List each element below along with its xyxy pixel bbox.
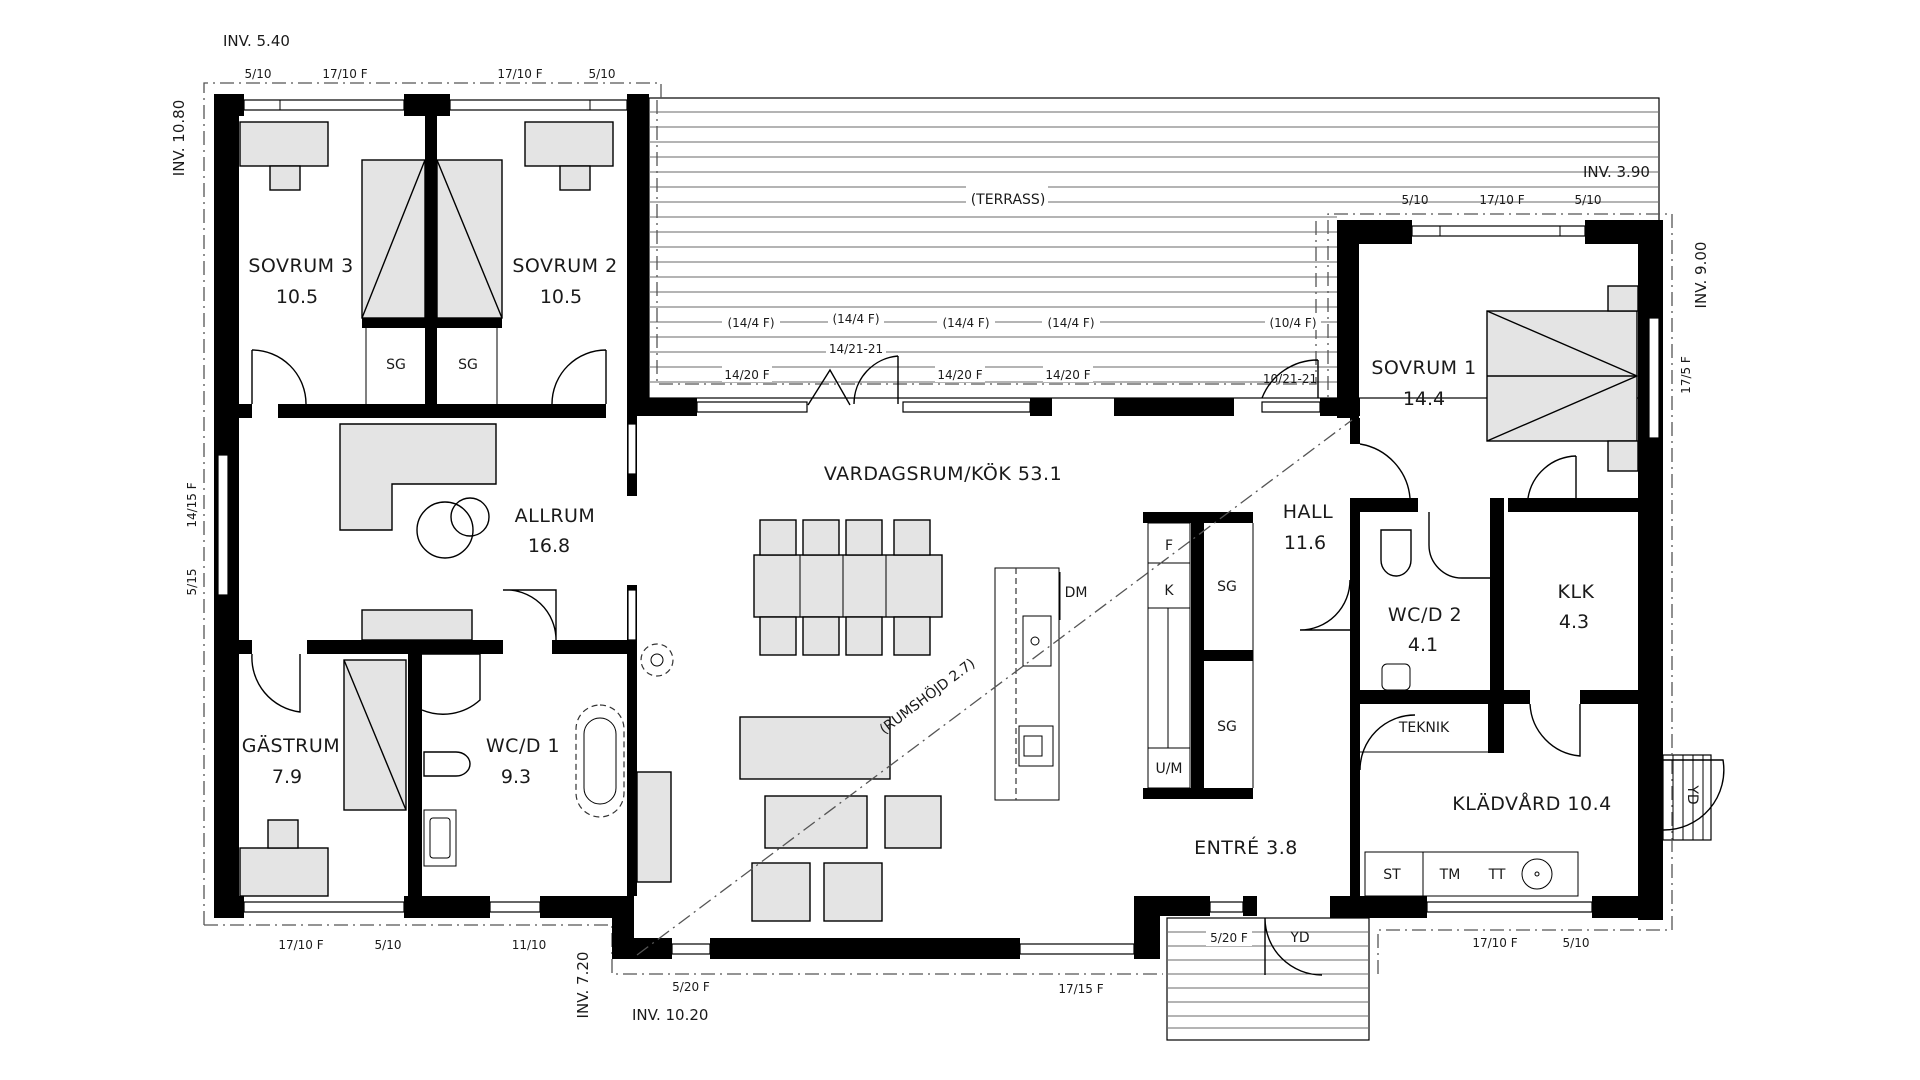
dim-bottom-mid-2: 17/15 F <box>1058 982 1103 996</box>
dim-right-side: 17/5 F <box>1679 356 1693 394</box>
label-entrance-door: YD <box>1289 930 1309 946</box>
room-name-sovrum3: SOVRUM 3 <box>248 255 353 277</box>
dim-left-2: 5/15 <box>185 569 199 596</box>
level-bottom: INV. 10.20 <box>632 1006 708 1024</box>
room-area-hall: 11.6 <box>1284 532 1326 554</box>
dim-terrace-door-right: 10/21-21 <box>1263 372 1317 386</box>
terrace-label: (TERRASS) <box>971 192 1046 208</box>
dim-top-right-3: 5/10 <box>1575 193 1602 207</box>
dim-terrace-door: 14/21-21 <box>829 342 883 356</box>
dim-terrace-lower-3: 14/20 F <box>1045 368 1090 382</box>
room-name-hall: HALL <box>1283 501 1333 523</box>
room-name-teknik: TEKNIK <box>1398 720 1450 736</box>
ceiling-height-line <box>636 419 1353 956</box>
doors <box>251 349 1725 976</box>
dim-left-1: 14/15 F <box>185 482 199 527</box>
label-sg-sovrum3: SG <box>386 357 406 373</box>
dim-bottom-right-1: 17/10 F <box>1472 936 1517 950</box>
furniture <box>239 121 1639 922</box>
dim-top-left-4: 5/10 <box>589 67 616 81</box>
dim-terrace-upper-2: (14/4 F) <box>832 312 879 326</box>
label-sg-hall-top: SG <box>1217 579 1237 595</box>
room-name-sovrum2: SOVRUM 2 <box>512 255 617 277</box>
dim-terrace-upper-4: (14/4 F) <box>1047 316 1094 330</box>
dim-terrace-lower-2: 14/20 F <box>937 368 982 382</box>
dim-bottom-left-3: 11/10 <box>512 938 547 952</box>
room-labels: SOVRUM 3 10.5 SOVRUM 2 10.5 ALLRUM 16.8 … <box>242 255 1611 859</box>
room-area-wcd2: 4.1 <box>1408 634 1438 656</box>
room-name-allrum: ALLRUM <box>515 505 596 527</box>
dim-top-left-2: 17/10 F <box>322 67 367 81</box>
dim-bottom-mid-1: 5/20 F <box>672 980 710 994</box>
dim-terrace-upper-1: (14/4 F) <box>727 316 774 330</box>
level-right: INV. 9.00 <box>1692 242 1710 309</box>
windows <box>217 99 1660 955</box>
label-tumble-dryer: TT <box>1488 867 1506 883</box>
dim-top-left-1: 5/10 <box>245 67 272 81</box>
room-name-kladvard: KLÄDVÅRD 10.4 <box>1452 792 1611 815</box>
label-drying-cabinet: ST <box>1383 867 1401 883</box>
opening-dimensions: 5/10 17/10 F 17/10 F 5/10 5/10 17/10 F 5… <box>185 67 1693 996</box>
room-area-sovrum1: 14.4 <box>1403 388 1445 410</box>
room-name-klk: KLK <box>1557 581 1594 603</box>
dim-top-right-1: 5/10 <box>1402 193 1429 207</box>
walls <box>214 94 1663 959</box>
room-name-sovrum1: SOVRUM 1 <box>1371 357 1476 379</box>
room-area-allrum: 16.8 <box>528 535 570 557</box>
dim-top-right-2: 17/10 F <box>1479 193 1524 207</box>
room-name-wcd1: WC/D 1 <box>486 735 560 757</box>
level-top-right: INV. 3.90 <box>1583 163 1650 181</box>
room-name-vardagsrum-kok: VARDAGSRUM/KÖK 53.1 <box>824 462 1062 485</box>
label-dishwasher: DM <box>1065 585 1088 601</box>
label-sg-hall-bottom: SG <box>1217 719 1237 735</box>
label-fridge: F <box>1165 538 1173 554</box>
dim-bottom-right-2: 5/10 <box>1563 936 1590 950</box>
room-area-wcd1: 9.3 <box>501 766 531 788</box>
label-side-door: YD <box>1684 784 1700 804</box>
level-labels: INV. 5.40 INV. 10.80 INV. 3.90 INV. 9.00… <box>170 32 1710 1024</box>
level-left: INV. 10.80 <box>170 100 188 176</box>
terrace-deck <box>648 97 1660 399</box>
room-name-entre: ENTRÉ 3.8 <box>1194 836 1298 859</box>
level-top-left: INV. 5.40 <box>223 32 290 50</box>
room-area-sovrum2: 10.5 <box>540 286 582 308</box>
room-area-gastrum: 7.9 <box>272 766 302 788</box>
dim-bottom-left-1: 17/10 F <box>278 938 323 952</box>
label-sg-sovrum2: SG <box>458 357 478 373</box>
dim-top-left-3: 17/10 F <box>497 67 542 81</box>
room-name-wcd2: WC/D 2 <box>1388 604 1462 626</box>
room-area-sovrum3: 10.5 <box>276 286 318 308</box>
room-area-klk: 4.3 <box>1559 611 1589 633</box>
label-washing-machine: TM <box>1439 867 1461 883</box>
dim-entrance: 5/20 F <box>1210 931 1248 945</box>
label-oven-microwave: U/M <box>1155 761 1182 777</box>
dim-terrace-lower-1: 14/20 F <box>724 368 769 382</box>
level-bottom-vertical: INV. 7.20 <box>574 952 592 1019</box>
dim-terrace-upper-5: (10/4 F) <box>1269 316 1316 330</box>
dim-bottom-left-2: 5/10 <box>375 938 402 952</box>
dim-terrace-upper-3: (14/4 F) <box>942 316 989 330</box>
label-ceiling-height: (RUMSHÖJD 2.7) <box>876 654 979 738</box>
room-name-gastrum: GÄSTRUM <box>242 734 340 757</box>
facade-outline <box>203 82 1673 975</box>
label-freezer: K <box>1164 583 1174 599</box>
